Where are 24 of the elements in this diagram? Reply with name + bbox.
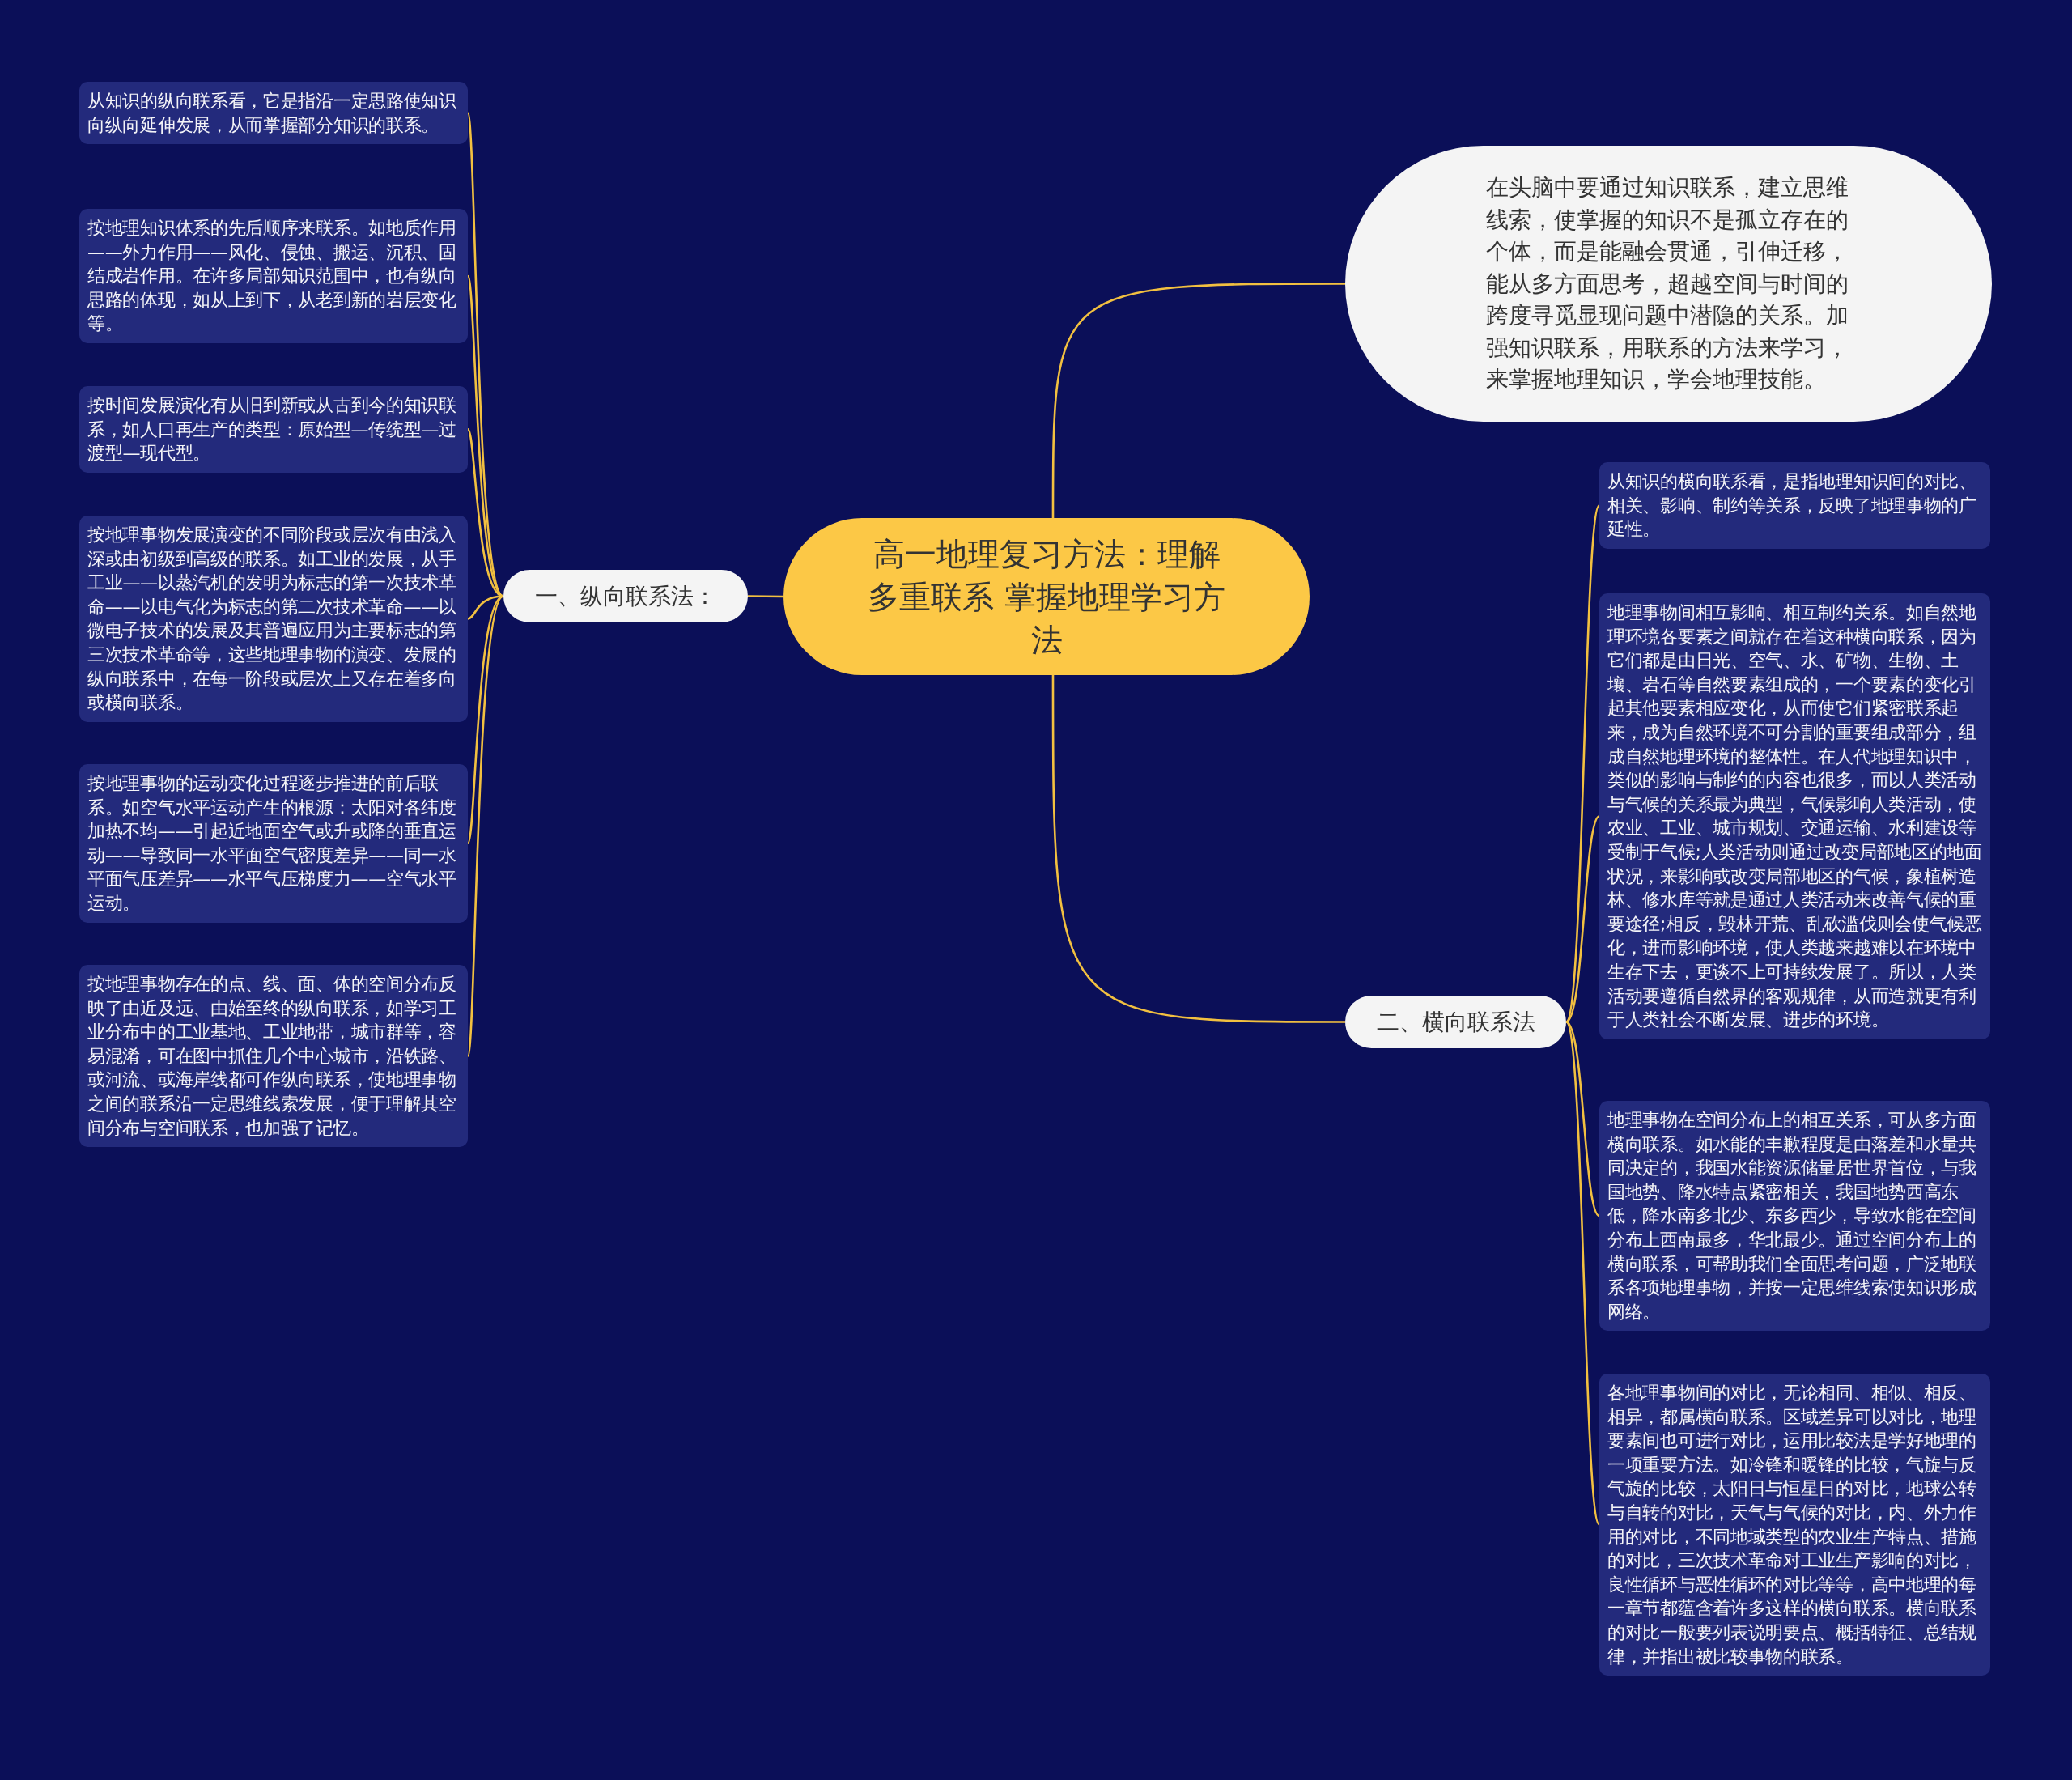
note-box: 从知识的纵向联系看，它是指沿一定思路使知识向纵向延伸发展，从而掌握部分知识的联系。 xyxy=(79,82,468,145)
connector-line xyxy=(1565,815,1600,1023)
note-box: 地理事物间相互影响、相互制约关系。如自然地理环境各要素之间就存在着这种横向联系，因为它们都是由日光、空气、水、矿物、生物、土壤、岩石等自然要素组成的，一个要素的变化引起其他要素相应变化，从而使它们紧密联系起来，成为自然环境不可分割的重要组成部分，组成自然地理环境的整体性。在人代地理知识中，类似的影响与制约的内容也很多，而以人类活动与气候的关系最为典型，气候影响人类活动，使农业、工业、城市规划、交通运输、水利建设等受制于气候;人类活动则通过改变局部地区的地面状况，来影响或改变局部地区的气候，象植树造林、修水库等就是通过人类活动来改善气候的重要途径;相反，毁林开荒、乱砍滥伐则会使气候恶化，进而影响环境，使人类越来越难以在环境中生存下去，更谈不上可持续发展了。所以，人类活动要遵循自然界的客观规律，从而造就更有利于人类社会不断发展、进步的环境。 xyxy=(1599,593,1990,1039)
note-text: 在头脑中要通过知识联系，建立思维线索，使掌握的知识不是孤立存在的个体，而是能融会贯通，引伸迁移，能从多方面思考，超越空间与时间的跨度寻觅显现问题中潜隐的关系。加强知识联系，用联系的方法来学习，来掌握地理知识，学会地理技能。 xyxy=(1485,173,1849,395)
branch-box: 二、横向联系法 xyxy=(1345,996,1566,1048)
note-box: 按地理事物发展演变的不同阶段或层次有由浅入深或由初级到高级的联系。如工业的发展，从手工业——以蒸汽机的发明为标志的第一次技术革命——以电气化为标志的第二次技术革命——以微电子技术的发展及其普遍应用为主要标志的第三次技术革命等，这些地理事物的演变、发展的纵向联系中，在每一阶段或层次上又存在着多向或横向联系。 xyxy=(79,516,468,722)
connector-line xyxy=(1565,504,1601,1022)
connector-line xyxy=(466,595,505,1056)
note-box: 按地理事物的运动变化过程逐步推进的前后联系。如空气水平运动产生的根源：太阳对各纬度加热不均——引起近地面空气或升或降的垂直运动——导致同一水平面空气密度差异——同一水平面气压差异——水平气压梯度力——空气水平运动。 xyxy=(79,764,468,923)
topic-box: 高一地理复习方法：理解多重联系 掌握地理学习方法 xyxy=(783,518,1310,675)
note-box: 地理事物在空间分布上的相互关系，可从多方面横向联系。如水能的丰歉程度是由落差和水量共同决定的，我国水能资源储量居世界首位，与我国地势、降水特点紧密相关，我国地势西高东低，降水南多北少、东多西少，导致水能在空间分布上西南最多，华北最少。通过空间分布上的横向联系，可帮助我们全面思考问题，广泛地联系各项地理事物，并按一定思维线索使知识形成网络。 xyxy=(1599,1101,1990,1332)
note-box: 各地理事物间的对比，无论相同、相似、相反、相异，都属横向联系。区域差异可以对比，地理要素间也可进行对比，运用比较法是学好地理的一项重要方法。如冷锋和暖锋的比较，气旋与反气旋的比较，太阳日与恒星日的对比，地球公转与自转的对比，天气与气候的对比，内、外力作用的对比，不同地域类型的农业生产特点、措施的对比，三次技术革命对工业生产影响的对比，良性循环与恶性循环的对比等等，高中地理的每一章节都蕴含着许多这样的横向联系。横向联系的对比一般要列表说明要点、概括特征、总结规律，并指出被比较事物的联系。 xyxy=(1599,1374,1990,1676)
connector-line xyxy=(748,595,783,598)
connector-line xyxy=(466,275,504,597)
branch-box: 一、纵向联系法： xyxy=(503,570,748,622)
connector-line xyxy=(1051,675,1345,1023)
connector-line xyxy=(1051,283,1345,518)
note-box: 按地理事物存在的点、线、面、体的空间分布反映了由近及远、由始至终的纵向联系，如学习工业分布中的工业基地、工业地带，城市群等，容易混淆，可在图中抓住几个中心城市，沿铁路、或河流、或海岸线都可作纵向联系，使地理事物之间的联系沿一定思维线索发展，便于理解其空间分布与空间联系，也加强了记忆。 xyxy=(79,965,468,1148)
note-box: 按时间发展演化有从旧到新或从古到今的知识联系，如人口再生产的类型：原始型—传统型—过渡型—现代型。 xyxy=(79,386,468,473)
note-box: 按地理知识体系的先后顺序来联系。如地质作用——外力作用——风化、侵蚀、搬运、沉积、固结成岩作用。在许多局部知识范围中，也有纵向思路的体现，如从上到下，从老到新的岩层变化等。 xyxy=(79,209,468,343)
connector-line xyxy=(466,595,504,844)
connector-line xyxy=(1565,1022,1601,1525)
note-box: 从知识的横向联系看，是指地理知识间的对比、相关、影响、制约等关系，反映了地理事物的广延性。 xyxy=(1599,462,1990,549)
connector-line xyxy=(1565,1021,1600,1217)
